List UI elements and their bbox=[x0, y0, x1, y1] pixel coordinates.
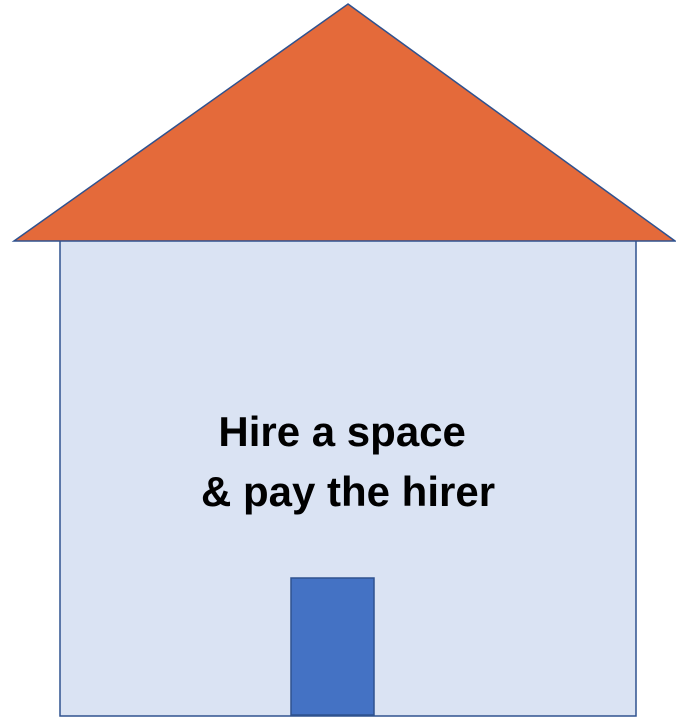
house-label: Hire a space & pay the hirer bbox=[201, 408, 495, 515]
house-door bbox=[290, 577, 375, 716]
label-line-2: & pay the hirer bbox=[201, 468, 495, 515]
house-roof bbox=[11, 3, 676, 242]
label-line-1: Hire a space bbox=[218, 408, 466, 455]
